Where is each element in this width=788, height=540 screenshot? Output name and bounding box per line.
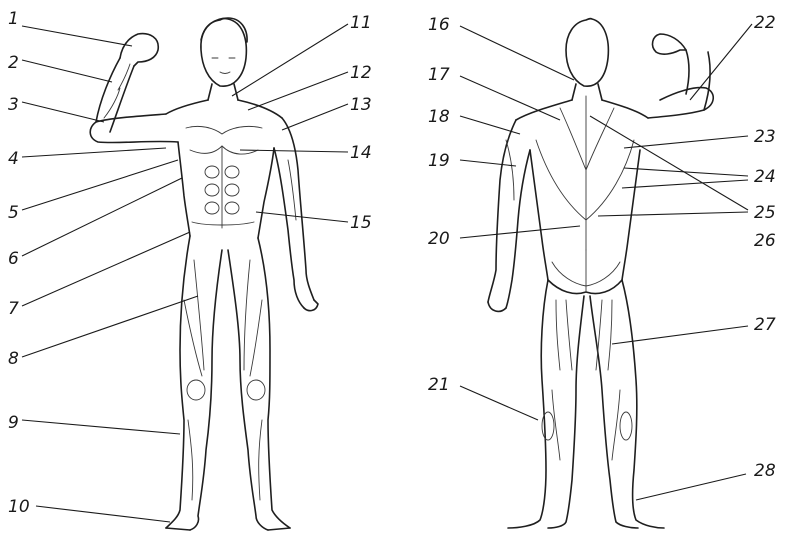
label-27: 27 (754, 315, 776, 335)
label-21: 21 (428, 375, 450, 395)
label-12: 12 (350, 63, 372, 83)
label-19: 19 (428, 151, 450, 171)
label-25: 25 (754, 203, 776, 223)
front-figure (90, 18, 318, 530)
label-14: 14 (350, 143, 372, 163)
label-16: 16 (428, 15, 450, 35)
label-2: 2 (8, 53, 19, 73)
label-28: 28 (754, 461, 776, 481)
label-13: 13 (350, 95, 372, 115)
label-11: 11 (350, 13, 372, 33)
label-9: 9 (8, 413, 19, 433)
label-15: 15 (350, 213, 372, 233)
label-23: 23 (754, 127, 776, 147)
label-17: 17 (428, 65, 450, 85)
back-figure (488, 19, 713, 528)
label-22: 22 (754, 13, 776, 33)
number-labels: 1 2 3 4 5 6 7 8 9 10 11 12 13 14 15 16 1… (8, 9, 776, 517)
label-7: 7 (8, 299, 19, 319)
label-24: 24 (754, 167, 776, 187)
label-26: 26 (754, 231, 776, 251)
label-3: 3 (8, 95, 19, 115)
leader-lines (22, 24, 752, 522)
label-4: 4 (8, 149, 19, 169)
label-5: 5 (8, 203, 19, 223)
label-18: 18 (428, 107, 450, 127)
label-8: 8 (8, 349, 19, 369)
label-1: 1 (8, 9, 19, 29)
label-10: 10 (8, 497, 30, 517)
label-6: 6 (8, 249, 19, 269)
label-20: 20 (428, 229, 450, 249)
